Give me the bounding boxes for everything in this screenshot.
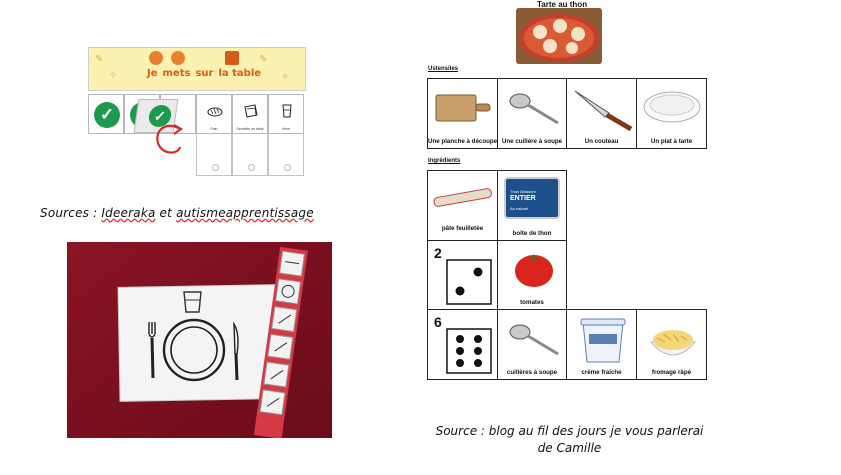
placemat-photo <box>67 242 332 438</box>
utensil-caption: Un plat à tarte <box>650 138 693 145</box>
cheese-bowl-icon <box>649 330 697 356</box>
ingredient-caption: boîte de thon <box>512 230 552 237</box>
tuna-can-icon: Thon Albacore ENTIER Au naturel <box>504 177 560 219</box>
person-picto-icon <box>149 51 163 65</box>
ingredient-caption: cuillères à soupe <box>506 369 558 376</box>
dice-six-icon <box>446 328 492 374</box>
quantity-number: 2 <box>434 245 442 261</box>
ingredient-pastry: pâte feuilletée <box>427 170 498 241</box>
cutting-board-icon <box>435 94 491 122</box>
can-text: Au naturel <box>510 206 529 211</box>
strip-word: Je <box>147 68 158 79</box>
strip-header: ✎ ✧ ✎ ✧ Je mets sur la table <box>88 47 306 91</box>
curved-arrow-icon <box>156 124 184 154</box>
ingredient-caption: crème fraîche <box>581 369 622 376</box>
ingredient-creme-fraiche: crème fraîche <box>566 309 637 380</box>
utensils-heading: Ustensiles <box>428 66 459 72</box>
cell-label: Pain <box>210 127 218 131</box>
utensil-cutting-board: Une planche à découper <box>427 78 500 149</box>
placemat-illustration <box>67 242 332 438</box>
ingredient-count-2: 2 <box>427 240 498 310</box>
strip-title: Je mets sur la table <box>147 68 261 79</box>
strip-tabs <box>196 134 304 176</box>
strip-cell-napkin[interactable]: Serviette de table <box>232 94 268 134</box>
utensil-tart-dish: Un plat à tarte <box>636 78 707 149</box>
can-text: ENTIER <box>510 195 536 202</box>
spoon-icon <box>509 324 559 356</box>
strip-cell-glass[interactable]: Verre <box>268 94 304 134</box>
strip-tab[interactable] <box>268 134 304 176</box>
source-caption-left: Sources : Ideeraka et autismeapprentissa… <box>40 206 314 220</box>
cell-label: Serviette de table <box>236 127 264 131</box>
utensil-caption: Une cuillère à soupe <box>501 138 563 145</box>
knife-doodle-icon: ✎ <box>259 54 268 65</box>
table-setting-strip: ✎ ✧ ✎ ✧ Je mets sur la table ✓ ✓ Pain <box>88 47 306 179</box>
spoon-doodle-icon: ✧ <box>109 70 118 81</box>
source-line: Source : blog au fil des jours je vous p… <box>435 424 704 438</box>
recipe-title: Tarte au thon <box>537 0 588 9</box>
cell-label: Verre <box>281 127 291 131</box>
spoon-icon <box>509 93 559 125</box>
can-text: Thon Albacore <box>510 189 536 194</box>
strip-word: sur <box>195 68 214 79</box>
source-name: Ideeraka <box>101 206 156 220</box>
spoon-doodle-icon: ✧ <box>281 72 290 83</box>
ingredient-count-6: 6 <box>427 309 498 380</box>
pizza-photo <box>516 8 602 64</box>
source-caption-right: Source : blog au fil des jours je vous p… <box>417 423 722 457</box>
source-prefix: Sources : <box>40 206 102 220</box>
strip-word: la table <box>218 68 262 79</box>
quantity-number: 6 <box>434 314 442 330</box>
ingredient-tomatoes: tomates <box>497 240 567 310</box>
strip-word: mets <box>162 68 191 79</box>
strip-tab[interactable] <box>196 134 232 176</box>
ingredients-heading: Ingrédients <box>428 158 461 164</box>
table-picto-icon <box>225 51 239 65</box>
source-joiner: et <box>155 206 177 220</box>
knife-icon <box>574 90 633 131</box>
source-name: autismeapprentissage <box>176 206 314 220</box>
ingredient-caption: tomates <box>520 299 544 306</box>
tomato-icon <box>515 254 553 287</box>
strip-cell-1[interactable]: ✓ <box>88 94 124 134</box>
ingredient-tuna: Thon Albacore ENTIER Au naturel boîte de… <box>497 170 567 241</box>
utensil-caption: Un couteau <box>584 138 619 145</box>
ingredient-caption: fromage râpé <box>651 369 692 376</box>
utensil-caption: Une planche à découper <box>428 138 500 145</box>
dice-two-icon <box>446 259 492 305</box>
ingredient-caption: pâte feuilletée <box>441 225 484 232</box>
utensil-knife: Un couteau <box>566 78 637 149</box>
hand-picto-icon <box>171 51 185 65</box>
glass-icon <box>279 103 295 118</box>
cream-pot-icon <box>580 318 626 363</box>
fork-doodle-icon: ✎ <box>95 54 104 65</box>
source-line: de Camille <box>537 441 602 455</box>
ingredient-grated-cheese: fromage râpé <box>636 309 707 380</box>
strip-tab[interactable] <box>232 134 268 176</box>
napkin-icon <box>243 103 259 118</box>
checkmark-icon: ✓ <box>94 102 120 128</box>
strip-cells: ✓ ✓ Pain Serviette de table Verre <box>88 94 306 134</box>
utensil-soup-spoon: Une cuillère à soupe <box>497 78 567 149</box>
ingredient-tablespoons: cuillères à soupe <box>497 309 567 380</box>
tart-dish-icon <box>643 91 701 123</box>
strip-cell-bread[interactable]: Pain <box>196 94 232 134</box>
bread-icon <box>207 103 223 117</box>
pastry-roll-icon <box>433 188 492 207</box>
